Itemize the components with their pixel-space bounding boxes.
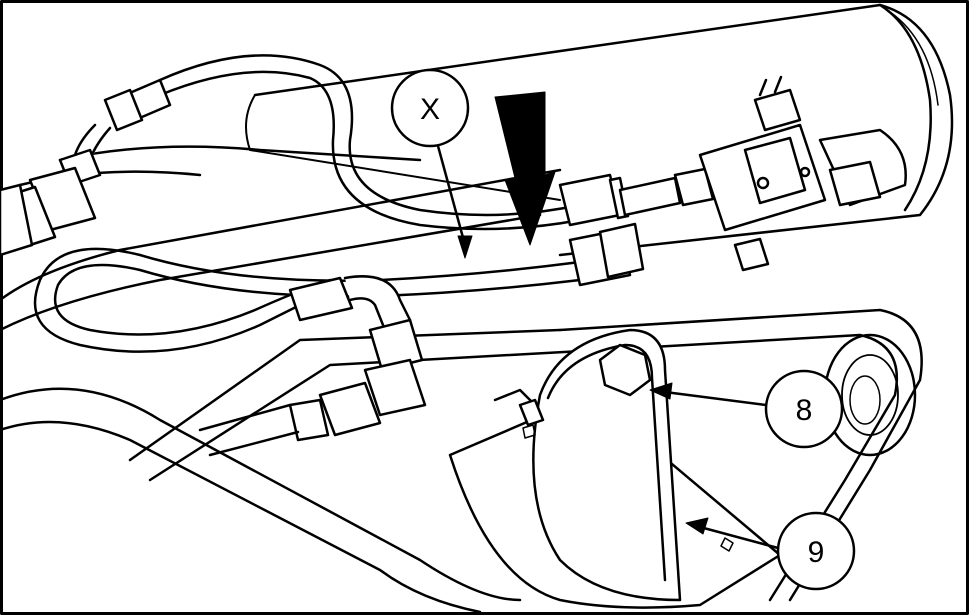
hose-clamp-strap <box>518 328 682 602</box>
lower-elbow-fitting <box>198 275 427 457</box>
center-hose-fittings <box>558 167 715 287</box>
callout-9-label: 9 <box>808 536 825 569</box>
callout-x-label: X <box>420 93 440 126</box>
upper-left-fitting <box>0 78 172 257</box>
down-arrow-icon <box>494 91 556 246</box>
callout-8: 8 <box>649 369 844 449</box>
hydraulic-hose-loop <box>33 54 582 353</box>
callout-9: 9 <box>685 511 856 591</box>
callout-8-label: 8 <box>796 394 813 427</box>
callout-x: X <box>390 68 473 259</box>
valve-block <box>698 75 907 272</box>
